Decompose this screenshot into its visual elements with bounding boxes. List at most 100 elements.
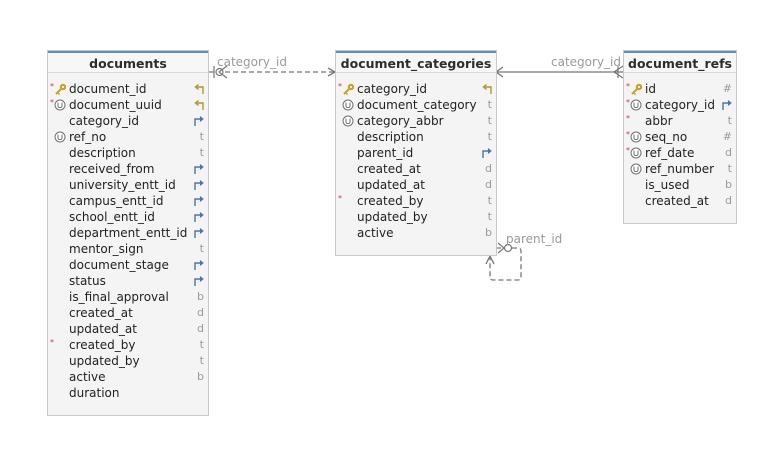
column-row[interactable]: duration [48, 385, 208, 401]
column-row[interactable]: document_stage [48, 257, 208, 273]
column-row[interactable]: ref_no t [48, 129, 208, 145]
column-type: t [727, 114, 732, 127]
relation-label-categories-self: parent_id [506, 232, 563, 246]
table-title[interactable]: documents [48, 51, 208, 73]
column-marker-icon [50, 386, 66, 400]
column-marker-icon [338, 226, 354, 240]
column-row[interactable]: parent_id [336, 145, 496, 161]
column-row[interactable]: campus_entt_id [48, 193, 208, 209]
svg-text:*: * [338, 194, 342, 203]
column-name: created_by [69, 338, 136, 352]
unique-index-icon: * [50, 98, 66, 112]
column-row[interactable]: *category_id [624, 97, 736, 113]
column-name: active [357, 226, 394, 240]
column-type: b [725, 178, 732, 191]
foreign-key-icon [194, 116, 204, 126]
column-name: updated_by [69, 354, 140, 368]
column-row[interactable]: status [48, 273, 208, 289]
column-type: t [487, 114, 492, 127]
svg-text:*: * [50, 98, 54, 107]
foreign-key-icon [194, 164, 204, 174]
column-marker-icon [626, 194, 642, 208]
primary-key-icon: * [338, 82, 355, 96]
column-type: d [725, 146, 732, 159]
column-type: t [199, 130, 204, 143]
column-type: d [197, 306, 204, 319]
column-type: b [197, 370, 204, 383]
column-name: is_final_approval [69, 290, 169, 304]
column-type: t [487, 98, 492, 111]
column-name: seq_no [645, 130, 688, 144]
column-name: department_entt_id [69, 226, 188, 240]
column-row[interactable]: *document_id [48, 81, 208, 97]
column-marker-icon: * [338, 194, 354, 208]
column-row[interactable]: * document_uuid [48, 97, 208, 113]
svg-text:*: * [626, 114, 630, 123]
column-row[interactable]: *seq_no# [624, 129, 736, 145]
column-name: document_uuid [69, 98, 162, 112]
column-marker-icon [50, 210, 66, 224]
column-name: created_at [69, 306, 133, 320]
unique-index-icon [626, 162, 642, 176]
column-marker-icon [50, 306, 66, 320]
svg-text:*: * [626, 82, 630, 91]
column-type: t [487, 210, 492, 223]
column-marker-icon [626, 178, 642, 192]
column-name: status [69, 274, 106, 288]
column-name: document_category [357, 98, 477, 112]
column-row[interactable]: category_id [48, 113, 208, 129]
unique-index-icon: * [626, 130, 642, 144]
column-row[interactable]: *id# [624, 81, 736, 97]
column-marker-icon [50, 322, 66, 336]
column-name: campus_entt_id [69, 194, 164, 208]
column-name: document_stage [69, 258, 169, 272]
column-row[interactable]: department_entt_id [48, 225, 208, 241]
unique-index-icon: * [626, 98, 642, 112]
column-row[interactable]: received_from [48, 161, 208, 177]
column-row[interactable]: created_at d [48, 305, 208, 321]
column-name: description [357, 130, 424, 144]
table-title[interactable]: document_refs [624, 51, 736, 73]
column-row[interactable]: updated_by t [336, 209, 496, 225]
column-row[interactable]: school_entt_id [48, 209, 208, 225]
column-type: d [485, 178, 492, 191]
column-name: updated_by [357, 210, 428, 224]
column-name: ref_no [69, 130, 107, 144]
column-marker-icon [50, 242, 66, 256]
column-name: document_id [69, 82, 147, 96]
column-marker-icon [338, 178, 354, 192]
column-type: t [199, 242, 204, 255]
column-row[interactable]: *category_id [336, 81, 496, 97]
column-name: received_from [69, 162, 155, 176]
table-title[interactable]: document_categories [336, 51, 496, 73]
column-marker-icon [50, 290, 66, 304]
column-row[interactable]: university_entt_id [48, 177, 208, 193]
column-type: t [199, 338, 204, 351]
column-row[interactable]: document_category t [336, 97, 496, 113]
column-marker-icon [50, 258, 66, 272]
